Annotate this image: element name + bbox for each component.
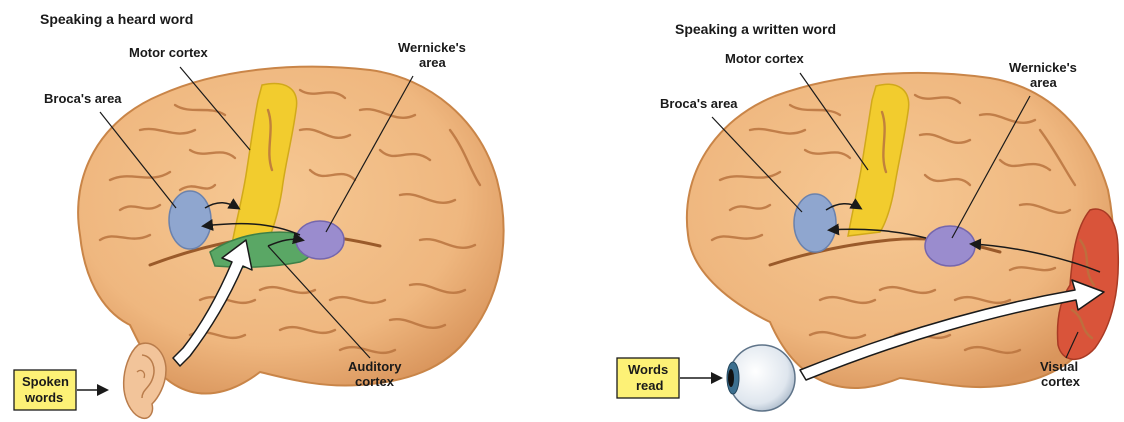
panel-heard-word: Speaking a heard word (14, 11, 504, 418)
auditory-cortex-label-line2: cortex (355, 374, 395, 389)
wernicke-area-label-line2: area (419, 55, 447, 70)
words-read-label-line2: read (636, 378, 664, 393)
eye-icon (727, 345, 795, 411)
wernicke-area-region (296, 221, 344, 259)
wernicke-area-region (925, 226, 975, 266)
panel-title: Speaking a heard word (40, 11, 193, 27)
wernicke-area-label-line1: Wernicke's (1009, 60, 1077, 75)
broca-area-label: Broca's area (660, 96, 738, 111)
wernicke-area-label-line2: area (1030, 75, 1058, 90)
ear-icon (124, 343, 166, 418)
panel-title: Speaking a written word (675, 21, 836, 37)
broca-area-label: Broca's area (44, 91, 122, 106)
motor-cortex-label: Motor cortex (129, 45, 209, 60)
spoken-words-label-line1: Spoken (22, 374, 69, 389)
spoken-words-label-line2: words (24, 390, 63, 405)
wernicke-area-label-line1: Wernicke's (398, 40, 466, 55)
spoken-words-box: Spoken words (14, 370, 76, 410)
words-read-label-line1: Words (628, 362, 668, 377)
visual-cortex-label-line1: Visual (1040, 359, 1078, 374)
broca-area-region (169, 191, 211, 249)
visual-cortex-label-line2: cortex (1041, 374, 1081, 389)
motor-cortex-label: Motor cortex (725, 51, 805, 66)
brain-illustration (687, 73, 1118, 388)
broca-area-region (794, 194, 836, 252)
words-read-box: Words read (617, 358, 679, 398)
panel-written-word: Speaking a written word (617, 21, 1118, 411)
auditory-cortex-label-line1: Auditory (348, 359, 402, 374)
